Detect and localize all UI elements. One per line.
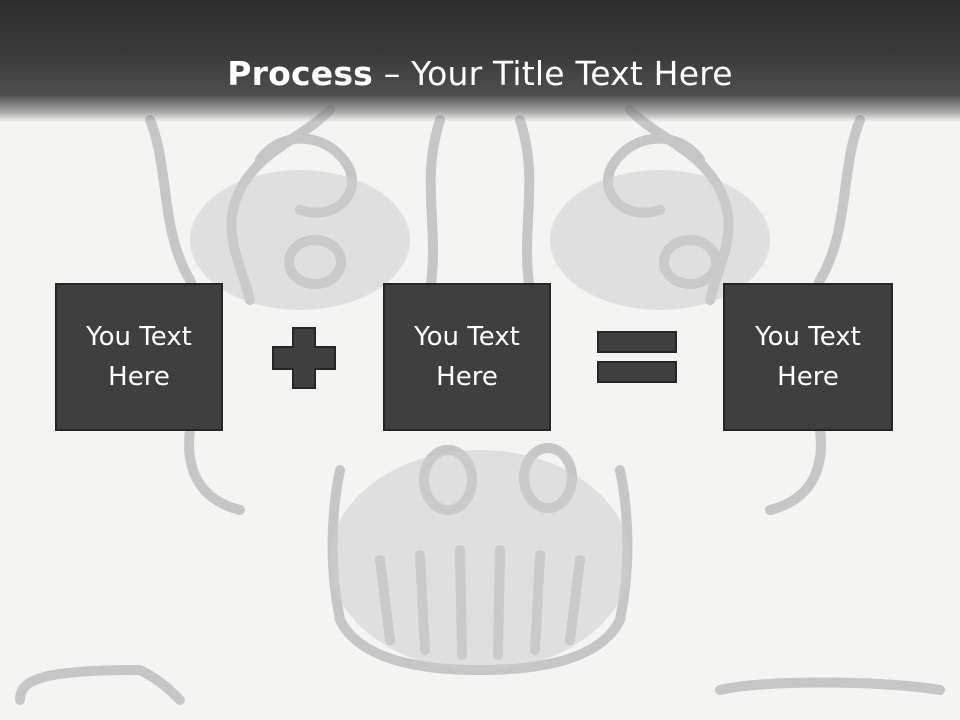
text-box-3-label: You Text Here — [755, 322, 861, 392]
title-rest-text: – Your Title Text Here — [373, 54, 733, 93]
title-bold-text: Process — [227, 54, 374, 93]
text-box-2[interactable]: You Text Here — [383, 283, 551, 431]
equals-icon — [597, 331, 677, 383]
text-box-3[interactable]: You Text Here — [723, 283, 893, 431]
text-box-1-label: You Text Here — [86, 322, 192, 392]
text-box-1[interactable]: You Text Here — [55, 283, 223, 431]
text-box-2-label: You Text Here — [414, 322, 520, 392]
title-bar — [0, 0, 960, 122]
plus-icon — [272, 327, 336, 389]
slide-title: Process – Your Title Text Here — [0, 52, 960, 96]
